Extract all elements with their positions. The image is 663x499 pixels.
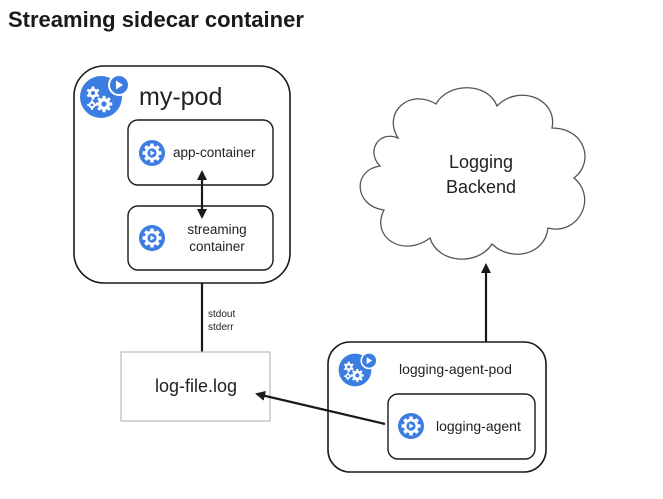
- diagram-title: Streaming sidecar container: [8, 7, 304, 32]
- logging-backend-label-line1: Logging: [449, 152, 513, 172]
- logging-backend-label-line2: Backend: [446, 177, 516, 197]
- logging-agent-icon: [398, 413, 424, 439]
- streaming-container-label-line1: streaming: [187, 222, 246, 237]
- streaming-container-label-line2: container: [189, 239, 245, 254]
- app-container-icon: [139, 140, 165, 166]
- log-file-label: log-file.log: [155, 376, 237, 396]
- my-pod-label: my-pod: [139, 83, 222, 111]
- stdout-label: stdout: [208, 309, 235, 320]
- logging-agent-box: [387, 393, 536, 460]
- logging-agent-label: logging-agent: [436, 418, 521, 434]
- app-container-label: app-container: [173, 145, 256, 160]
- logging-backend-cloud: [359, 87, 586, 260]
- streaming-container-icon: [139, 225, 165, 251]
- logging-agent-pod-label: logging-agent-pod: [399, 361, 512, 377]
- stderr-label: stderr: [208, 322, 234, 333]
- agent-logfile-arrow: [255, 390, 386, 426]
- log-file-box: [120, 351, 271, 422]
